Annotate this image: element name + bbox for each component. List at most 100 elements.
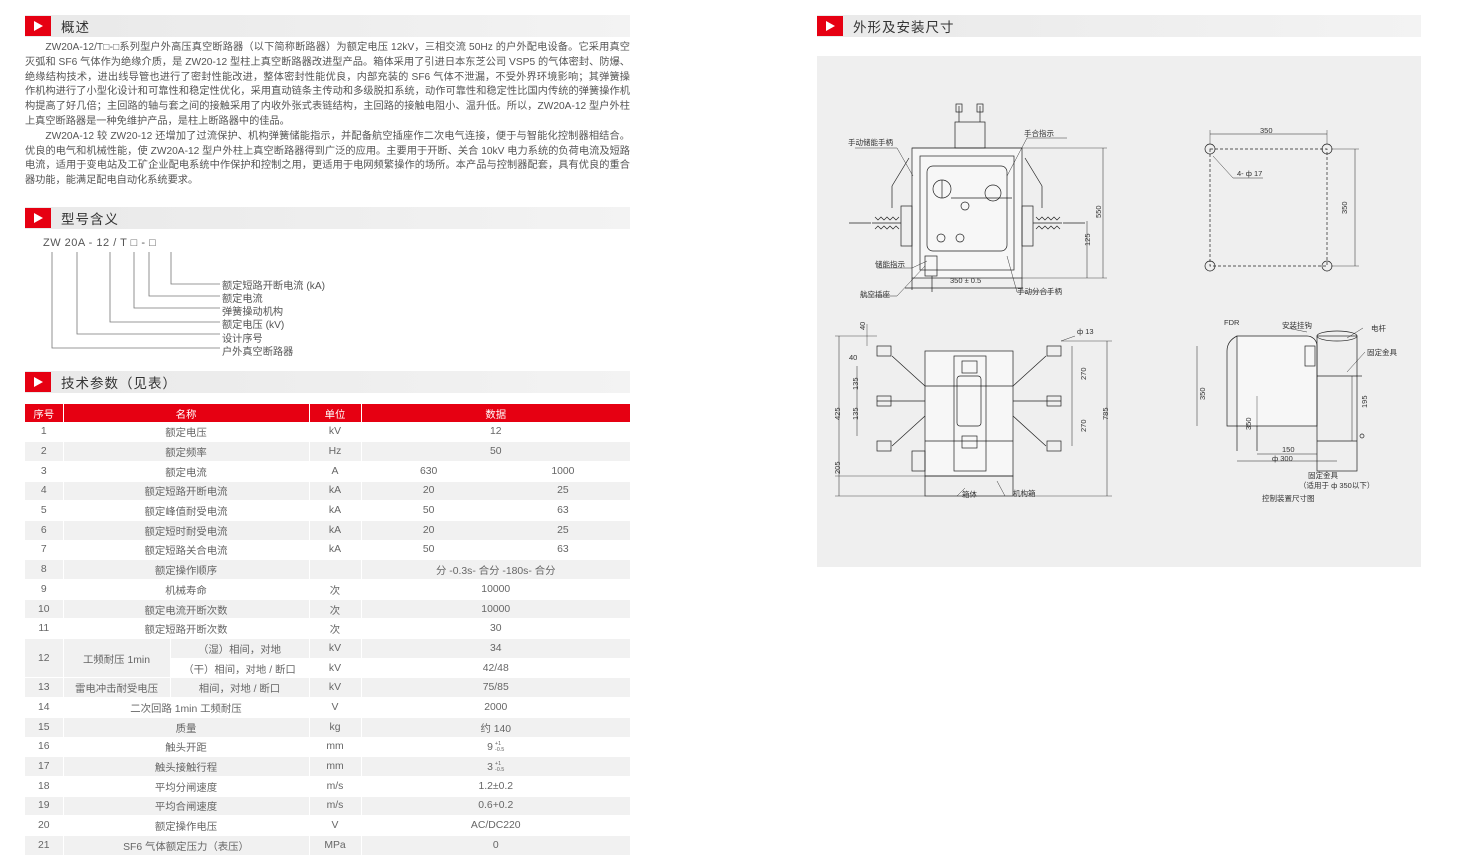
overview-text: ZW20A-12/T□-□系列型户外高压真空断路器（以下简称断路器）为额定电压 … — [25, 41, 630, 189]
play-icon — [817, 16, 843, 36]
section-title: 概述 — [61, 20, 90, 35]
cell-unit: mm — [309, 756, 362, 777]
cell-data: 2000 — [361, 697, 630, 718]
tolerance-lower: -0.5 — [494, 766, 505, 773]
cell-unit: kA — [309, 520, 362, 541]
cell-name: 额定短路关合电流 — [63, 540, 310, 561]
cell-unit: kV — [309, 422, 362, 443]
cell-no: 9 — [25, 579, 64, 600]
dim-phi13: ф 13 — [1077, 327, 1094, 336]
dim-controller-350b: 350 — [1244, 417, 1253, 430]
table-row: 16 触头开距 mm 9+1-0.5 — [25, 737, 630, 758]
cell-data: 50 — [361, 441, 630, 462]
cell-no: 13 — [25, 677, 64, 699]
cell-value-b: 25 — [557, 524, 569, 536]
cell-unit: V — [309, 697, 362, 718]
tolerance: +1-0.5 — [495, 741, 504, 753]
table-row: 19 平均合闸速度 m/s 0.6+0.2 — [25, 796, 630, 817]
cell-no: 21 — [25, 835, 64, 856]
cell-value: 3 — [487, 761, 493, 773]
cell-value-a: 20 — [422, 524, 435, 536]
cell-name: 平均合闸速度 — [63, 796, 310, 817]
table-row: 18 平均分闸速度 m/s 1.2±0.2 — [25, 776, 630, 797]
label-storage-indicator: 储能指示 — [875, 260, 905, 269]
table-row: 9 机械寿命 次 10000 — [25, 579, 630, 600]
front-view — [849, 103, 1107, 292]
label-fixing-fitting-2: 固定金具 — [1308, 471, 1338, 480]
cell-no: 14 — [25, 697, 64, 718]
table-row: （干）相间，对地 / 断口 kV 42/48 — [25, 658, 630, 679]
cell-unit — [309, 559, 362, 580]
cell-data: 30 — [361, 618, 630, 640]
cell-unit: 次 — [309, 618, 362, 640]
cell-data: 75/85 — [361, 677, 630, 699]
cell-no: 10 — [25, 599, 64, 620]
cell-data: 3+1-0.5 — [361, 756, 630, 777]
label-box: 箱体 — [962, 490, 977, 499]
section-header-overview: 概述 — [25, 15, 630, 37]
table-row: 13 雷电冲击耐受电压 相间，对地 / 断口 kV 75/85 — [25, 677, 630, 699]
table-row: 17 触头接触行程 mm 3+1-0.5 — [25, 756, 630, 777]
cell-no: 16 — [25, 737, 64, 758]
dim-135a: 135 — [851, 377, 860, 390]
dim-controller-350: 350 — [1198, 387, 1207, 400]
dim-controller-150: 150 — [1282, 445, 1295, 454]
cell-data: 1.2±0.2 — [361, 776, 630, 797]
cell-name: 触头接触行程 — [63, 756, 310, 777]
tolerance-upper: +1 — [494, 740, 502, 747]
label-manual-storage-handle: 手动储能手柄 — [848, 138, 893, 147]
dim-350-tol: 350 ± 0.5 — [950, 276, 982, 285]
cell-unit: kA — [309, 481, 362, 502]
cell-name: 额定操作顺序 — [63, 559, 310, 580]
table-row: 8 额定操作顺序 分 -0.3s- 合分 -180s- 合分 — [25, 559, 630, 580]
tolerance-upper: +1 — [494, 760, 502, 767]
section-title: 外形及安装尺寸 — [853, 20, 955, 35]
cell-no: 15 — [25, 717, 64, 738]
cell-unit: kV — [309, 677, 362, 699]
dim-550: 550 — [1094, 205, 1103, 218]
table-row: 1 额定电压 kV 12 — [25, 422, 630, 443]
cell-subname: 相间，对地 / 断口 — [170, 677, 310, 699]
section-header-model: 型号含义 — [25, 207, 630, 229]
overview-paragraph-1: ZW20A-12/T□-□系列型户外高压真空断路器（以下简称断路器）为额定电压 … — [25, 42, 630, 127]
cell-no: 4 — [25, 481, 64, 502]
cell-name: 额定短路开断电流 — [63, 481, 310, 502]
cell-unit: kA — [309, 540, 362, 561]
cell-data: 10000 — [361, 579, 630, 600]
model-code: ZW 20A - 12 / T □ - □ — [43, 237, 157, 249]
cell-value-b: 63 — [557, 544, 569, 556]
cell-data: AC/DC220 — [361, 815, 630, 836]
label-manual-open-close-handle: 手动分合手柄 — [1017, 287, 1062, 296]
section-title: 型号含义 — [61, 212, 119, 227]
label-pole: 电杆 — [1371, 324, 1386, 333]
cell-no: 18 — [25, 776, 64, 797]
controller-view — [1196, 327, 1366, 472]
cell-no: 3 — [25, 461, 64, 482]
cell-unit: A — [309, 461, 362, 482]
cell-no: 1 — [25, 422, 64, 443]
table-row: 20 额定操作电压 V AC/DC220 — [25, 815, 630, 836]
cell-name: 额定短路开断次数 — [63, 618, 310, 640]
cell-no: 5 — [25, 500, 64, 521]
cell-name: 额定频率 — [63, 441, 310, 462]
label-mount-bracket: 安装挂钩 — [1282, 321, 1312, 330]
cell-no: 2 — [25, 441, 64, 462]
model-leader-lines — [51, 252, 220, 349]
cell-unit: m/s — [309, 796, 362, 817]
tolerance: +1-0.5 — [495, 761, 504, 773]
dim-205: 205 — [833, 461, 842, 474]
dim-270b: 270 — [1079, 419, 1088, 432]
model-label: 设计序号 — [222, 334, 263, 345]
play-icon — [25, 208, 51, 228]
cell-name: 额定电流 — [63, 461, 310, 482]
dim-350-top: 350 — [1260, 126, 1273, 135]
label-fixing-fitting: 固定金具 — [1367, 348, 1397, 357]
cell-unit: 次 — [309, 579, 362, 600]
table-header: 名称 — [63, 404, 310, 422]
cell-data: 42/48 — [361, 658, 630, 679]
cell-name: 额定短时耐受电流 — [63, 520, 310, 541]
dim-controller-300: ф 300 — [1272, 454, 1293, 463]
